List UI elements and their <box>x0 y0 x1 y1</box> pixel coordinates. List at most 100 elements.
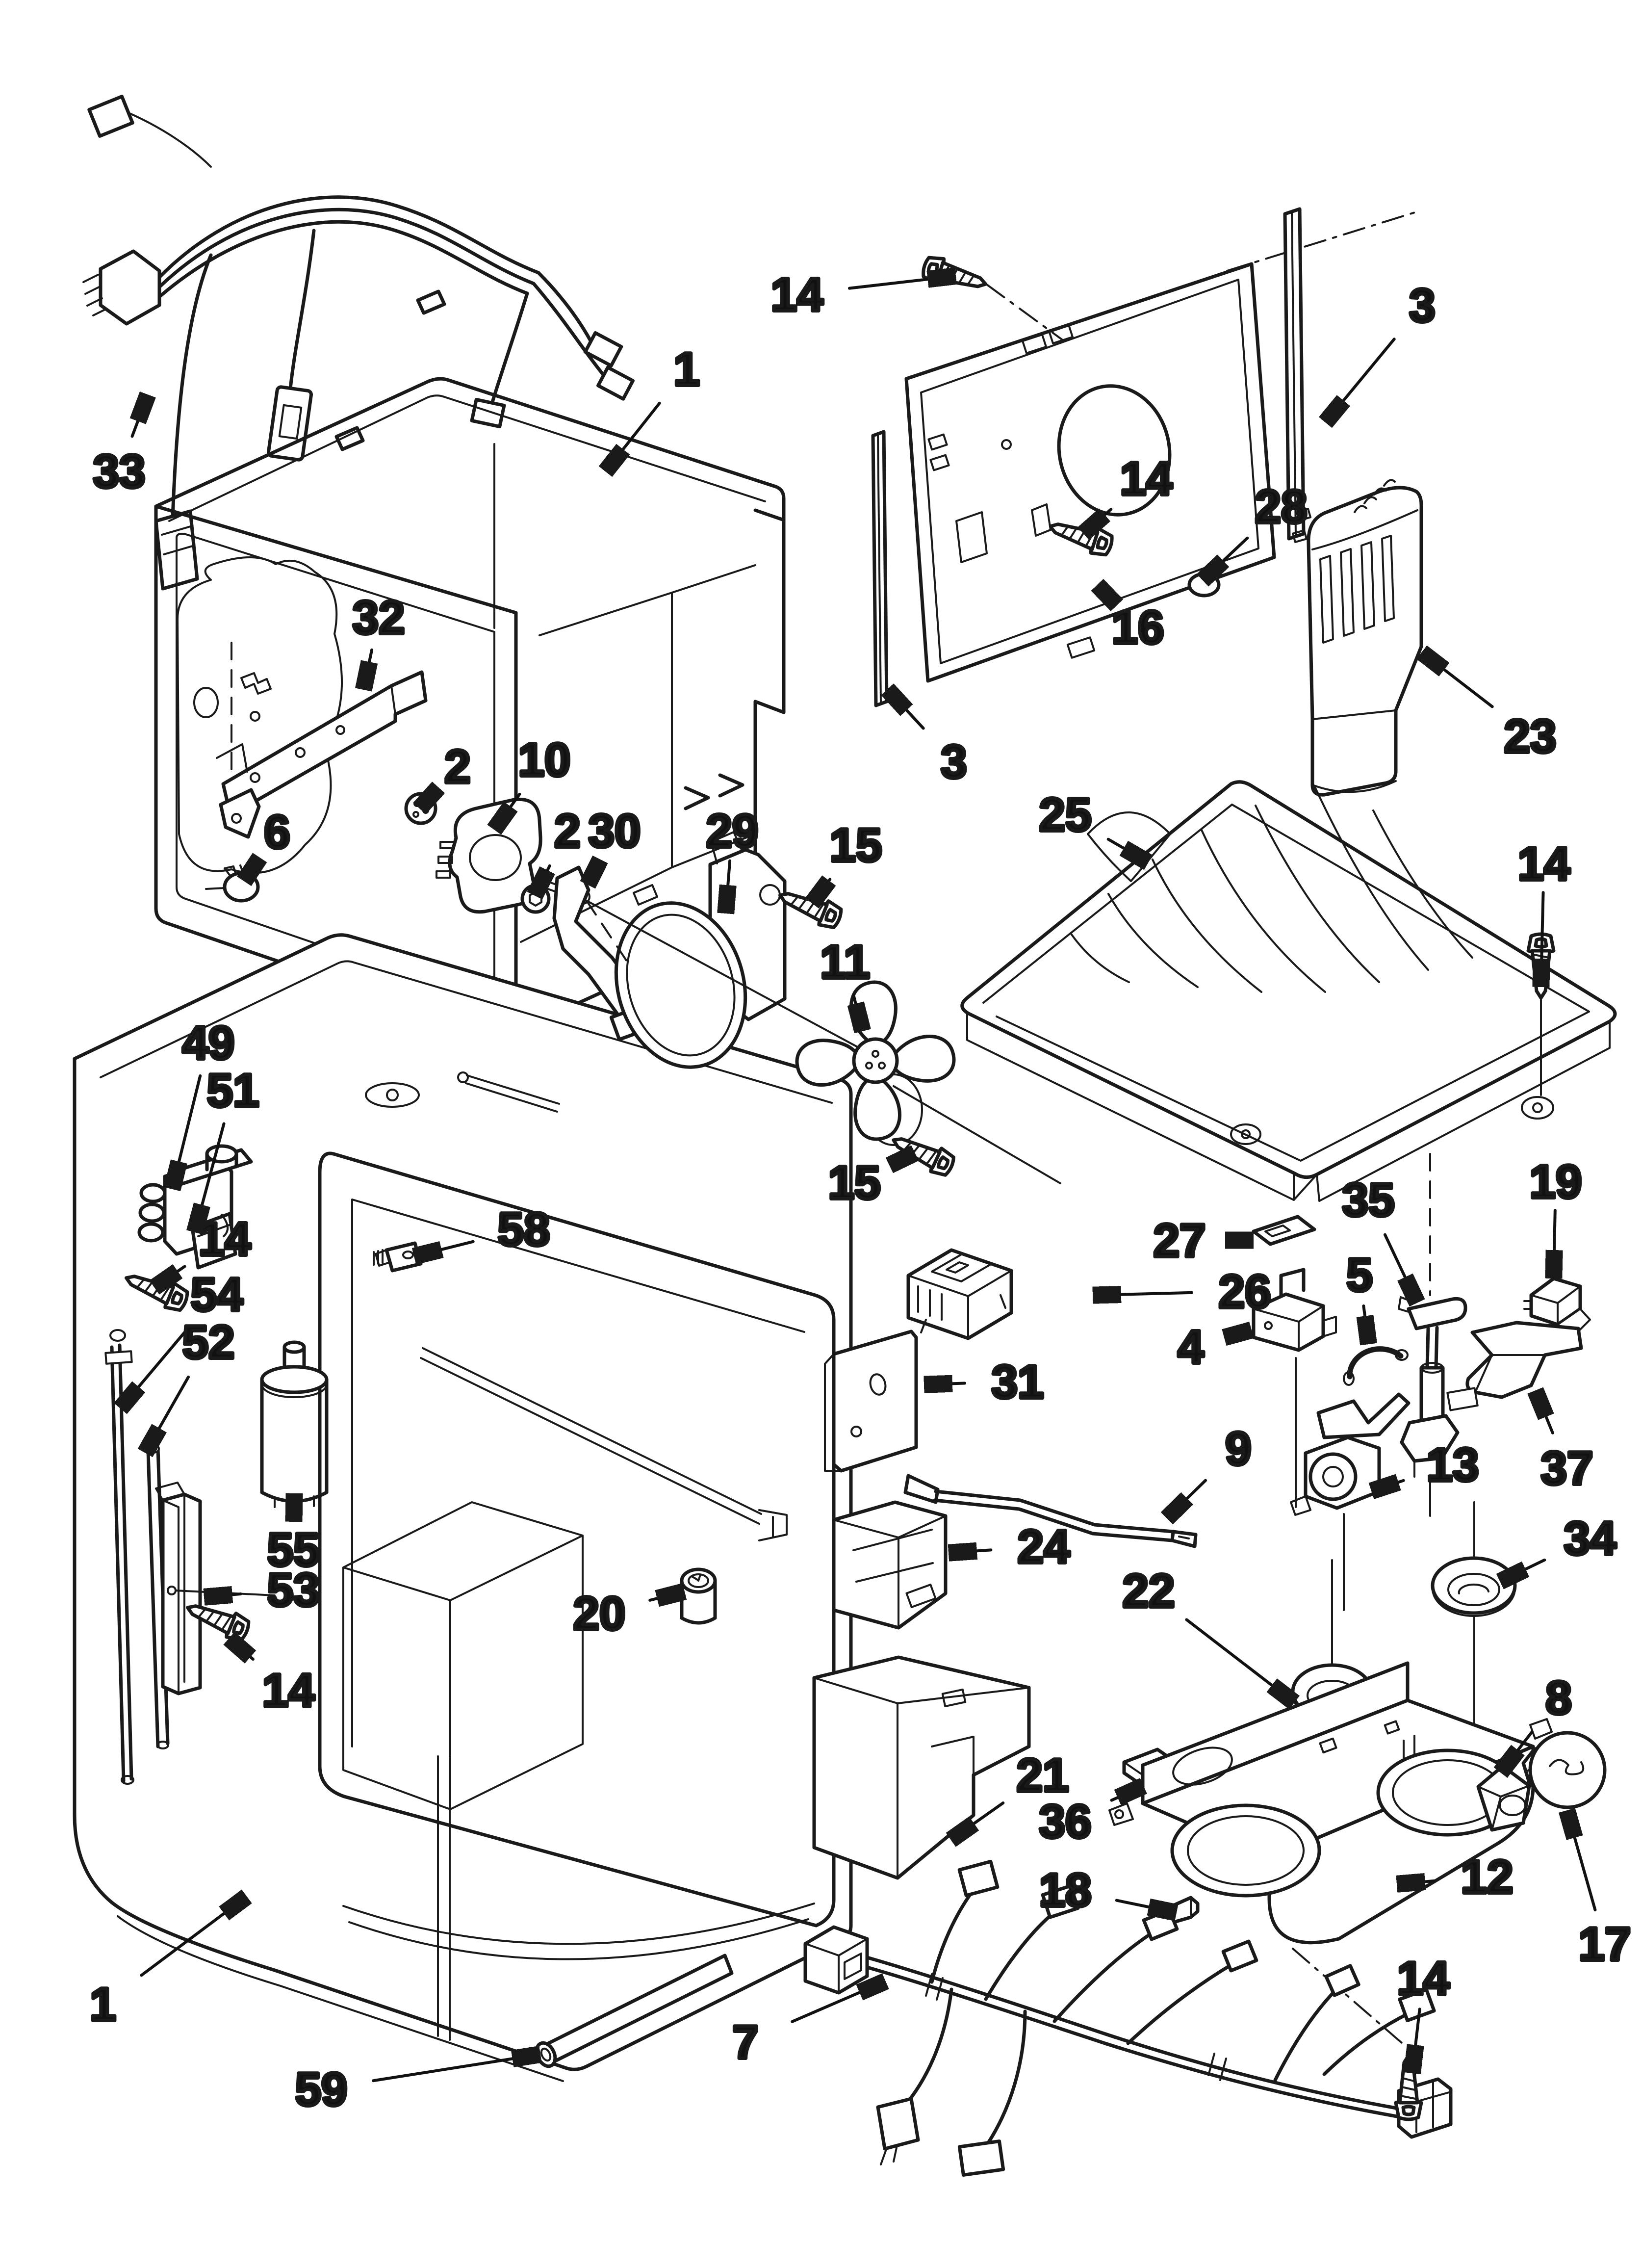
callout-37-43: 37 <box>1536 1392 1595 1496</box>
part-number-14: 14 <box>199 1213 251 1266</box>
part-number-14: 14 <box>1397 1953 1450 2005</box>
leader-arrow-26 <box>1095 1293 1194 1295</box>
callout-59-32: 59 <box>293 2055 539 2117</box>
part-number-15: 15 <box>828 1157 881 1209</box>
leader-arrow-21 <box>952 1801 1005 1839</box>
part-number-8: 8 <box>1545 1672 1571 1724</box>
callout-22-47: 22 <box>1121 1563 1293 1701</box>
callout-15-18: 15 <box>813 817 884 902</box>
callout-3-3: 3 <box>1327 278 1437 421</box>
part-number-31: 31 <box>992 1356 1044 1408</box>
leader-arrow-1 <box>607 401 661 470</box>
callout-17-53: 17 <box>1567 1812 1633 1972</box>
part-number-36: 36 <box>1039 1796 1092 1848</box>
part-number-10: 10 <box>518 734 571 786</box>
leader-arrow-59 <box>372 2055 539 2083</box>
leader-arrow-54 <box>122 1326 190 1407</box>
callout-14-23: 14 <box>156 1211 253 1286</box>
callout-49-21: 49 <box>173 1015 236 1187</box>
part-number-27: 27 <box>1154 1215 1206 1267</box>
air-duct-24 <box>832 1500 948 1630</box>
leader-arrow-17 <box>1567 1812 1597 1912</box>
leader-arrow-36 <box>1110 1787 1142 1800</box>
callout-14-4: 14 <box>1085 451 1174 532</box>
part-number-14: 14 <box>1120 453 1173 505</box>
callout-36-49: 36 <box>1037 1787 1142 1850</box>
callout-14-10: 14 <box>1516 836 1572 985</box>
part-number-14: 14 <box>1518 838 1570 890</box>
fan-blade-11 <box>797 982 954 1146</box>
leader-arrow-20 <box>648 1592 683 1600</box>
callout-29-17: 29 <box>704 803 760 912</box>
callout-1-1: 1 <box>607 341 701 470</box>
thermostat-13 <box>1290 1392 1411 1610</box>
part-number-54: 54 <box>191 1269 243 1321</box>
defrost-timer-26 <box>906 1248 1013 1340</box>
callout-4-38: 4 <box>1176 1319 1250 1375</box>
cover-plate-27 <box>1252 1215 1316 1246</box>
part-number-37: 37 <box>1541 1442 1593 1495</box>
callout-31-37: 31 <box>926 1354 1046 1410</box>
callout-58-29: 58 <box>416 1201 552 1256</box>
part-number-2: 2 <box>444 741 470 793</box>
axis-lines <box>1295 1357 1345 1611</box>
lamp-socket-8 <box>1476 1764 1531 1832</box>
leader-arrow-14 <box>1412 2007 1420 2071</box>
wiring-harness-bottom <box>803 1859 1453 2177</box>
leader-arrow-34 <box>1502 1558 1546 1581</box>
part-number-12: 12 <box>1461 1851 1514 1903</box>
callout-53-27: 53 <box>206 1562 321 1618</box>
leader-arrow-15 <box>813 879 830 902</box>
part-number-17: 17 <box>1579 1918 1631 1971</box>
leader-arrow-33 <box>132 396 147 438</box>
side-strip-3-left <box>871 430 889 707</box>
part-number-1: 1 <box>673 343 699 396</box>
callout-52-25: 52 <box>146 1314 236 1451</box>
leader-arrow-3 <box>889 691 925 730</box>
leader-arrow-37 <box>1536 1392 1554 1434</box>
leader-arrow-25 <box>1106 837 1147 861</box>
part-number-33: 33 <box>93 445 146 498</box>
callout-16-6: 16 <box>1099 586 1166 655</box>
leader-arrow-30 <box>589 866 597 883</box>
leader-arrow-10 <box>495 792 521 828</box>
part-number-4: 4 <box>1178 1321 1204 1374</box>
grommet-2a <box>404 792 437 825</box>
leader-arrow-18 <box>1115 1901 1175 1912</box>
bushing-20 <box>680 1567 717 1625</box>
air-duct-23 <box>1291 479 1423 797</box>
part-number-49: 49 <box>182 1017 235 1069</box>
leader-arrow-35 <box>1383 1233 1416 1301</box>
cup-34 <box>1431 1556 1517 1617</box>
clip-screw-16 <box>1031 503 1052 537</box>
callout-10-14: 10 <box>495 732 572 828</box>
callout-2-13: 2 <box>421 739 472 807</box>
callout-1-31: 1 <box>88 1898 245 2033</box>
part-number-55: 55 <box>267 1524 320 1576</box>
callout-24-46: 24 <box>950 1519 1072 1575</box>
part-number-21: 21 <box>1017 1749 1069 1802</box>
leader-arrow-19 <box>1554 1209 1555 1277</box>
part-number-24: 24 <box>1018 1521 1070 1573</box>
part-number-6: 6 <box>264 806 290 859</box>
part-number-3: 3 <box>941 736 967 788</box>
part-number-34: 34 <box>1564 1512 1616 1565</box>
part-number-14: 14 <box>771 269 823 321</box>
callout-3-8: 3 <box>889 691 969 790</box>
callout-14-28: 14 <box>231 1640 316 1719</box>
part-number-25: 25 <box>1039 789 1092 841</box>
assembly-sight-lines <box>588 901 1061 1184</box>
callout-5-39: 5 <box>1345 1247 1372 1342</box>
leader-arrow-6 <box>245 866 254 880</box>
leader-arrow-29 <box>726 859 730 912</box>
refrigerator-liner <box>73 933 853 2082</box>
part-number-32: 32 <box>353 592 405 644</box>
callout-15-20: 15 <box>826 1154 913 1211</box>
leader-arrow-14 <box>231 1640 253 1659</box>
defrost-pan-25 <box>960 780 1617 1202</box>
callout-13-44: 13 <box>1373 1437 1481 1491</box>
leader-arrow-8 <box>1502 1730 1534 1771</box>
bracket-plate-31 <box>824 1330 918 1473</box>
clip-5 <box>1343 1346 1409 1386</box>
